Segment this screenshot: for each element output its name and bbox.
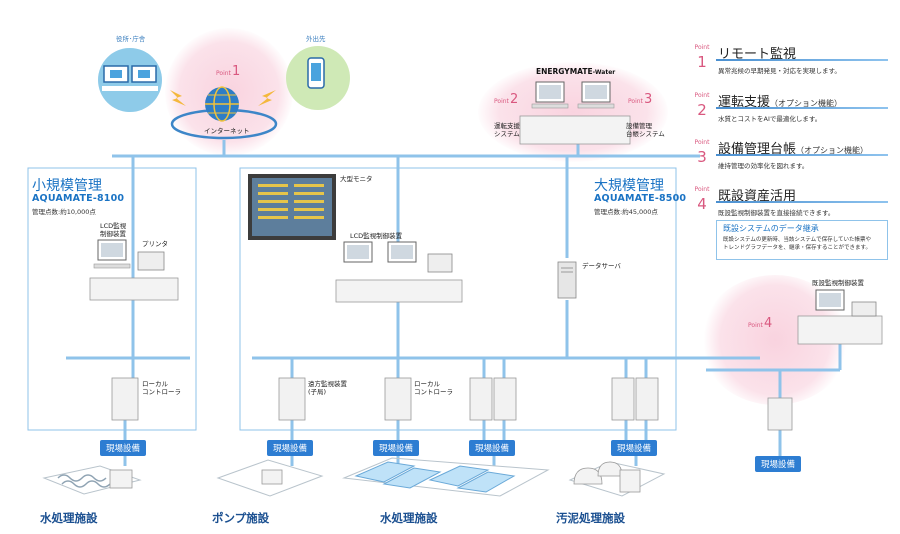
- feature-2-underline: [716, 107, 888, 109]
- energymate-brand-suffix: -Water: [592, 69, 616, 76]
- data-inheritance-desc: 既設システムの更新時、当該システムで保存していた帳票や トレンドグラフデータを、…: [723, 237, 872, 251]
- data-server-label: データサーバ: [582, 262, 621, 270]
- facility-water: 水処理施設: [380, 511, 438, 525]
- large-lcd-label: LCD監視制御装置: [350, 232, 403, 240]
- small-scale-title: 小規模管理: [32, 178, 102, 194]
- feature-2-title-text: 運転支援: [718, 95, 771, 110]
- small-facility-water: 水処理施設: [40, 511, 98, 525]
- point2-num: 2: [510, 92, 519, 107]
- office-label: 役所･庁舎: [116, 35, 146, 43]
- site-equipment-badge-pump: 現場設備: [267, 440, 314, 456]
- feature-1-title-text: リモート監視: [718, 47, 797, 62]
- large-monitor-label: 大型モニタ: [340, 175, 373, 183]
- large-scale-model: AQUAMATE-8500: [594, 193, 687, 204]
- point3-num: 3: [644, 92, 653, 107]
- feature-1-desc: 異常兆候の早期発見・対応を実現します。: [718, 67, 841, 75]
- point1-num: 1: [232, 64, 241, 79]
- feature-1-underline: [716, 59, 888, 61]
- feature-4-point-num: 4: [697, 195, 707, 213]
- small-scale-model: AQUAMATE-8100: [32, 193, 125, 204]
- site-equipment-badge-water-2: 現場設備: [469, 440, 516, 456]
- feature-3-title-note: （オプション機能）: [796, 146, 869, 155]
- feature-3-title: 設備管理台帳（オプション機能）: [718, 138, 868, 157]
- site-equipment-badge-sludge: 現場設備: [611, 440, 658, 456]
- small-site-equipment-badge: 現場設備: [100, 440, 147, 456]
- remote-monitor-label: 遠方監視装置 (子局): [308, 380, 347, 397]
- existing-site-equipment-badge: 現場設備: [755, 456, 802, 472]
- data-inheritance-box: 既設システムのデータ継承 既設システムの更新時、当該システムで保存していた帳票や…: [716, 220, 888, 260]
- large-scale-title: 大規模管理: [594, 178, 664, 194]
- feature-2-desc: 水質とコストをAIで最適化します。: [718, 115, 822, 123]
- feature-3-title-text: 設備管理台帳: [718, 142, 797, 157]
- equipment-ledger-label: 設備管理 台帳システム: [626, 122, 665, 139]
- point4-word: Point: [748, 322, 763, 329]
- facility-pump: ポンプ施設: [212, 511, 270, 525]
- feature-4-underline: [716, 201, 888, 203]
- feature-2-point-num: 2: [697, 101, 707, 119]
- feature-3-underline: [716, 154, 888, 156]
- feature-1-point-num: 1: [697, 53, 707, 71]
- point4-num: 4: [764, 316, 773, 331]
- outside-label: 外出先: [306, 35, 326, 43]
- small-printer-label: プリンタ: [142, 240, 168, 248]
- feature-1-point-word: Point: [694, 44, 710, 51]
- feature-4-desc: 既設監視制御装置を直接接続できます。: [718, 209, 835, 217]
- feature-1-title: リモート監視: [718, 43, 796, 62]
- large-controller-label: ローカル コントローラ: [414, 380, 453, 397]
- feature-2-title-note: （オプション機能）: [770, 99, 843, 108]
- facility-sludge: 汚泥処理施設: [556, 511, 625, 525]
- feature-2-point-word: Point: [694, 92, 710, 99]
- point3-word: Point: [628, 98, 643, 105]
- point1-word: Point: [216, 70, 231, 77]
- data-inheritance-title: 既設システムのデータ継承: [723, 224, 819, 233]
- feature-4-point-word: Point: [694, 186, 710, 193]
- feature-3-desc: 維持管理の効率化を図れます。: [718, 162, 809, 170]
- feature-4-title: 既設資産活用: [718, 185, 796, 204]
- feature-3-point-word: Point: [694, 139, 710, 146]
- small-lcd-label: LCD監視 制御装置: [100, 222, 127, 239]
- energymate-brand-name: ENERGYMATE: [536, 67, 593, 76]
- point2-3-highlight: [478, 62, 668, 162]
- small-controller-label: ローカル コントローラ: [142, 380, 181, 397]
- feature-4-title-text: 既設資産活用: [718, 189, 797, 204]
- feature-3-point-num: 3: [697, 148, 707, 166]
- site-equipment-badge-water-1: 現場設備: [373, 440, 420, 456]
- internet-label: インターネット: [204, 127, 250, 135]
- point2-word: Point: [494, 98, 509, 105]
- feature-2-title: 運転支援（オプション機能）: [718, 91, 842, 110]
- existing-device-label: 既設監視制御装置: [812, 279, 864, 287]
- small-scale-points: 管理点数:約10,000点: [32, 208, 96, 216]
- large-scale-points: 管理点数:約45,000点: [594, 208, 658, 216]
- energymate-brand: ENERGYMATE-Water: [536, 68, 615, 76]
- operation-support-label: 運転支援 システム: [494, 122, 520, 139]
